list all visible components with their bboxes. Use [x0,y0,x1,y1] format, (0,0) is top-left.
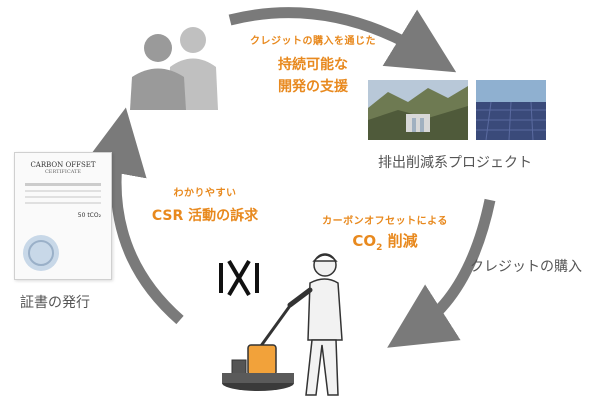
carbon-caption-big: CO2 削減 [352,232,418,253]
support-caption-line1: 持続可能な [278,57,348,73]
solar-panel-photo [476,80,546,140]
arrow-left [81,107,184,325]
certificate-subtitle: CERTIFICATE [44,169,82,175]
certificate-value: 50 tCO₂ [77,212,101,219]
people-silhouette-icon [130,27,218,110]
dam-photo [368,80,468,140]
purchase-label: クレジットの購入 [470,259,582,275]
csr-caption-big: CSR 活動の訴求 [151,208,259,224]
project-label: 排出削減系プロジェクト [378,155,532,171]
csr-caption-small: わかりやすい [173,188,237,199]
support-caption-line2: 開発の支援 [278,79,348,95]
arrow-right [387,198,496,348]
carbon-caption-small: カーボンオフセットによる [322,216,448,227]
certificate-label: 証書の発行 [20,295,90,311]
worker-floor-polisher-icon [222,253,343,396]
certificate-seal-icon [23,235,59,271]
arrow-top [228,7,457,73]
certificate-icon: CARBON OFFSET CERTIFICATE 50 tCO₂ [14,152,112,280]
support-caption-small: クレジットの購入を通じた [250,36,376,47]
company-logo-icon [219,259,259,297]
certificate-title: CARBON OFFSET [30,161,96,169]
